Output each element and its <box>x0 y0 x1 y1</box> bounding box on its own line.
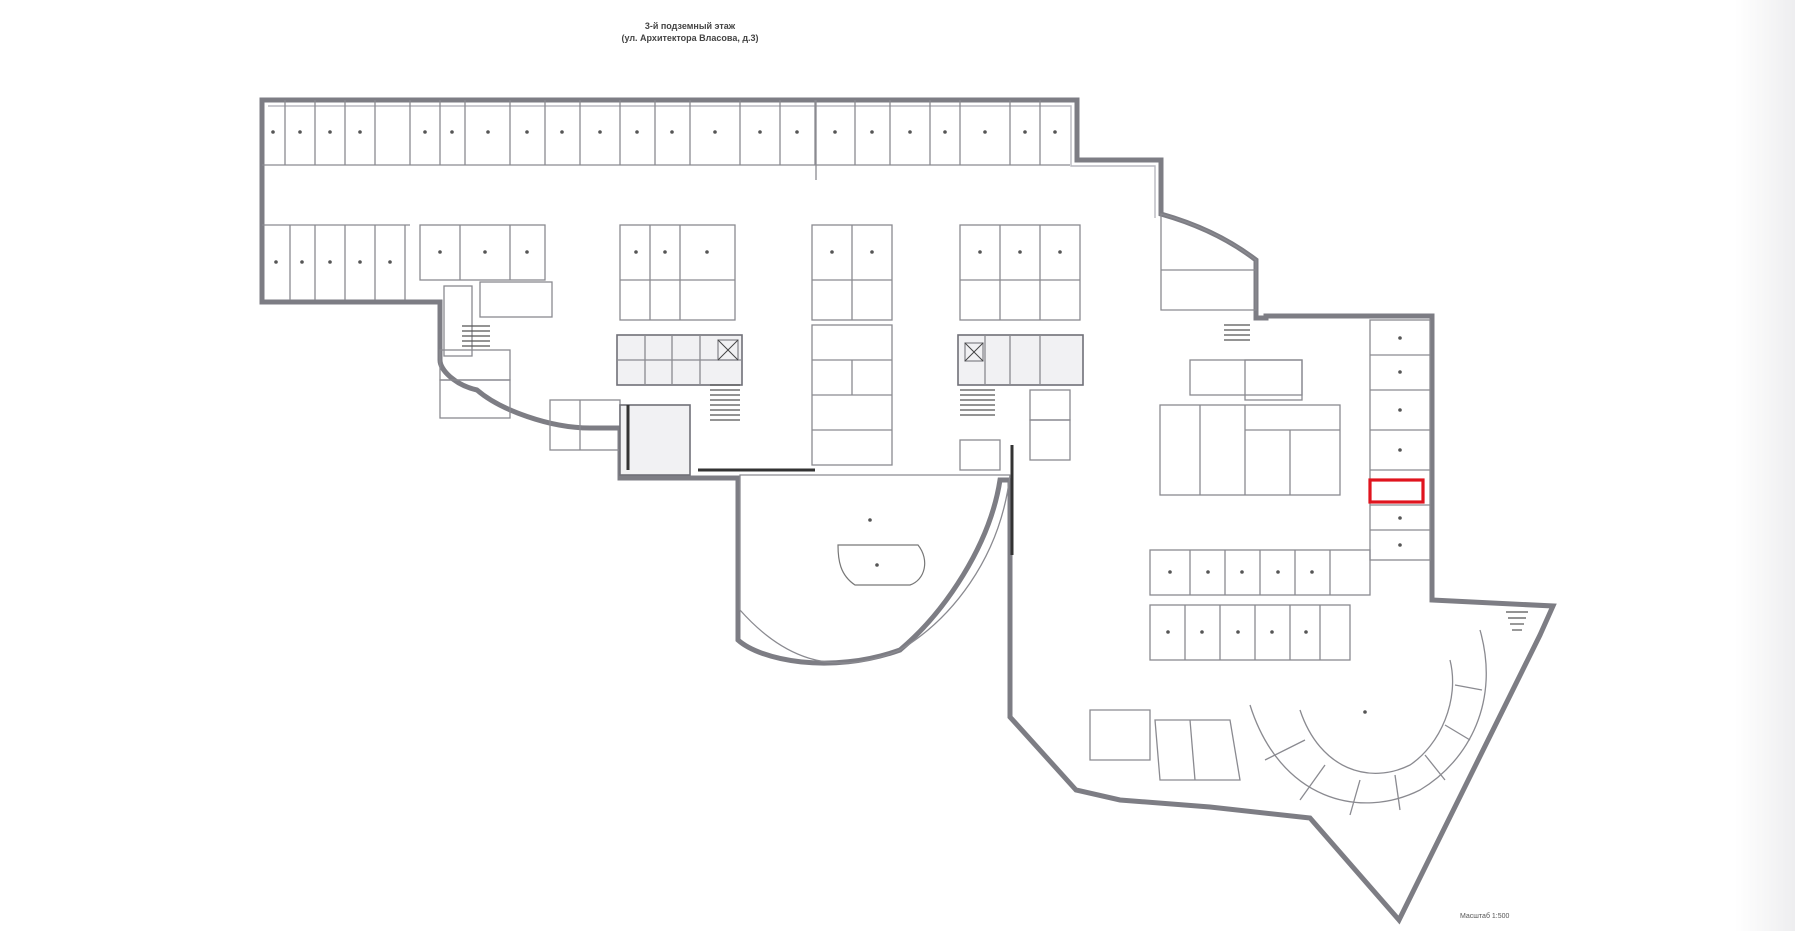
stairs-icon <box>960 389 995 416</box>
parking-stalls-right-middle <box>1149 549 1371 661</box>
highlighted-parking-space[interactable] <box>1368 478 1425 504</box>
parking-stalls-left-lower <box>262 224 736 321</box>
plan-title-line2: (ул. Архитектора Власова, д.3) <box>621 33 759 43</box>
elevator-icon <box>964 342 984 362</box>
stairs-icon <box>462 325 490 347</box>
stairs-icon <box>1506 611 1528 631</box>
reception-counter <box>837 544 926 586</box>
stairs-icon <box>710 384 740 421</box>
elevator-icon <box>717 339 739 361</box>
rotunda <box>739 474 1011 664</box>
parking-stalls-top <box>262 100 1070 180</box>
scale-note: Масштаб 1:500 <box>1460 913 1510 920</box>
plan-title: 3-й подземный этаж (ул. Архитектора Влас… <box>560 20 820 44</box>
outer-wall <box>259 97 1557 925</box>
plan-title-line1: 3-й подземный этаж <box>644 21 736 31</box>
parking-stalls-right-top <box>1159 213 1341 496</box>
parking-stalls-curved <box>1089 629 1487 816</box>
core-left-bottom <box>619 404 691 476</box>
stairs-icon <box>1224 324 1250 341</box>
parking-stalls-center <box>811 224 1081 466</box>
parking-stalls-right-column <box>1369 319 1431 561</box>
scan-edge-shadow <box>1735 0 1795 931</box>
parking-stalls-left-pocket <box>439 285 621 451</box>
